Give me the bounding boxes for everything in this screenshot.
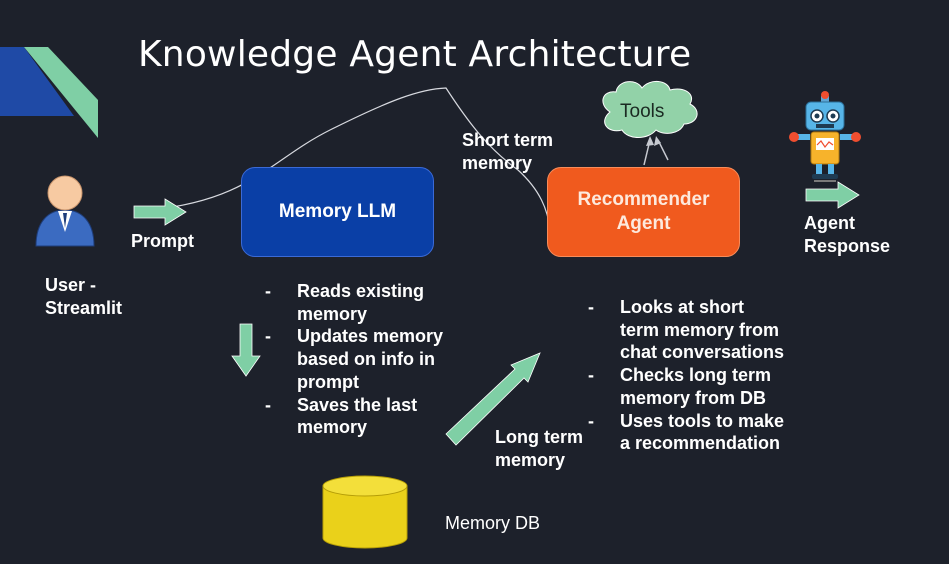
recommender-bullets: Looks at short term memory from chat con… [588,296,788,455]
page-title: Knowledge Agent Architecture [138,34,692,75]
user-label: User - Streamlit [45,275,123,318]
prompt-label: Prompt [131,231,194,251]
robot-icon [789,91,861,182]
memory-llm-label: Memory LLM [278,201,397,222]
list-item: Saves the last memory [265,394,455,439]
memory-db-label: Memory DB [445,513,541,533]
short-term-memory-label: Short term memory [462,130,554,173]
recommender-label: Recommender Agent [577,189,710,234]
tools-label: Tools [620,101,665,122]
list-item: Looks at short term memory from chat con… [588,296,788,364]
list-item: Reads existing memory [265,280,455,325]
user-icon [35,175,95,247]
down-arrow [231,323,261,377]
tools-cloud [602,81,698,138]
long-term-arrow [445,352,541,446]
memory-db-icon [322,475,408,549]
list-item: Checks long term memory from DB [588,364,788,409]
recommender-agent-box: Recommender Agent [547,167,740,257]
memory-llm-bullets: Reads existing memory Updates memory bas… [265,280,455,439]
prompt-arrow [133,198,187,226]
list-item: Updates memory based on info in prompt [265,325,455,393]
response-arrow [805,181,860,209]
long-term-memory-label: Long term memory [495,427,583,470]
list-item: Uses tools to make a recommendation [588,410,788,455]
agent-response-label: Agent Response [804,213,891,256]
memory-llm-box: Memory LLM [241,167,434,257]
